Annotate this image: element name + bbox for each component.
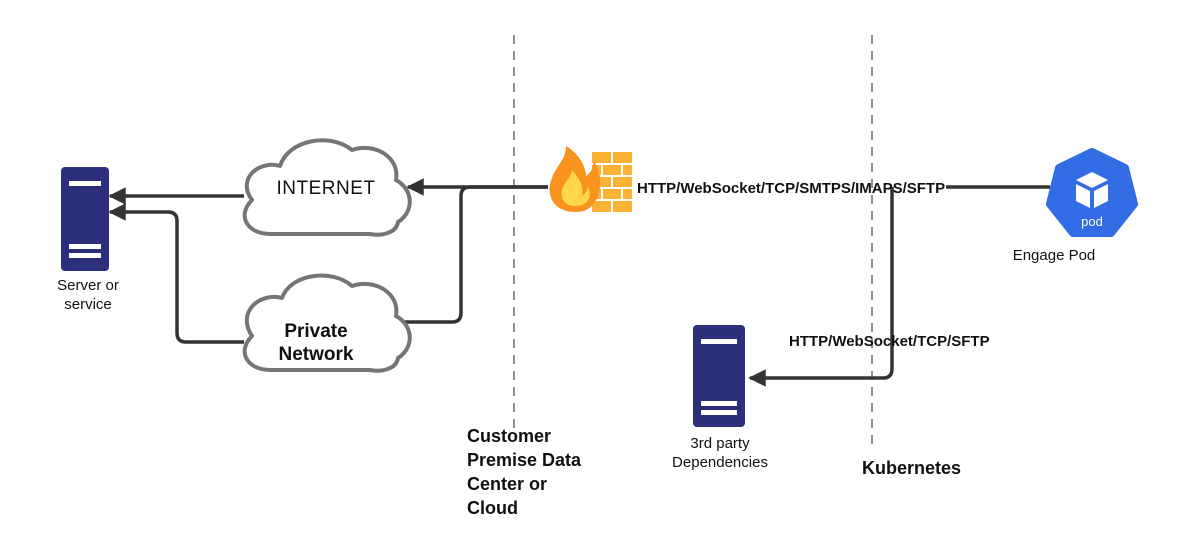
third-party-label-line1: 3rd party [690,435,750,452]
server-slot-top [69,181,101,186]
private-network-cloud-icon [242,273,412,373]
pod-to-third-party-arrow [748,187,894,387]
private-network-label-line2: Network [279,344,354,365]
engage-pod-node: pod Engage Pod [1013,148,1138,264]
internet-cloud-icon [242,138,412,237]
customer-zone-label-line4: Cloud [467,498,518,518]
customer-zone-label-line1: Customer [467,426,551,446]
customer-zone-label-line3: Center or [467,474,547,494]
firewall-node [549,146,632,212]
internet-cloud: INTERNET [242,138,412,237]
third-party-node: 3rd party Dependencies [672,325,768,471]
private-network-cloud: Private Network [242,273,412,373]
flame-inner-icon [561,170,590,206]
customer-zone-label-line2: Premise Data [467,450,582,470]
customer-zone-label: Customer Premise Data Center or Cloud [467,426,582,518]
main-protocols-label: HTTP/WebSocket/TCP/SMTPS/IMAPS/SFTP [637,180,945,197]
kubernetes-zone-label: Kubernetes [862,458,961,478]
firewall-to-private-network-arrow [378,185,548,331]
cube-icon [1076,172,1108,208]
server-node: Server or service [57,167,119,313]
third-party-slot-top [701,339,737,344]
server-label-line1: Server or [57,277,119,294]
third-party-label-line2: Dependencies [672,454,768,471]
server-slot-bottom-2 [69,253,101,258]
dependency-protocols-label: HTTP/WebSocket/TCP/SFTP [789,333,990,350]
private-network-to-server-arrow [108,203,244,344]
pod-icon [1046,148,1138,237]
internet-label: INTERNET [277,178,376,199]
engage-pod-label: Engage Pod [1013,247,1096,264]
server-slot-bottom-1 [69,244,101,249]
private-network-label-line1: Private [284,321,347,342]
third-party-slot-bottom-1 [701,401,737,406]
third-party-slot-bottom-2 [701,410,737,415]
server-label-line2: service [64,296,112,313]
pod-badge: pod [1081,214,1103,229]
